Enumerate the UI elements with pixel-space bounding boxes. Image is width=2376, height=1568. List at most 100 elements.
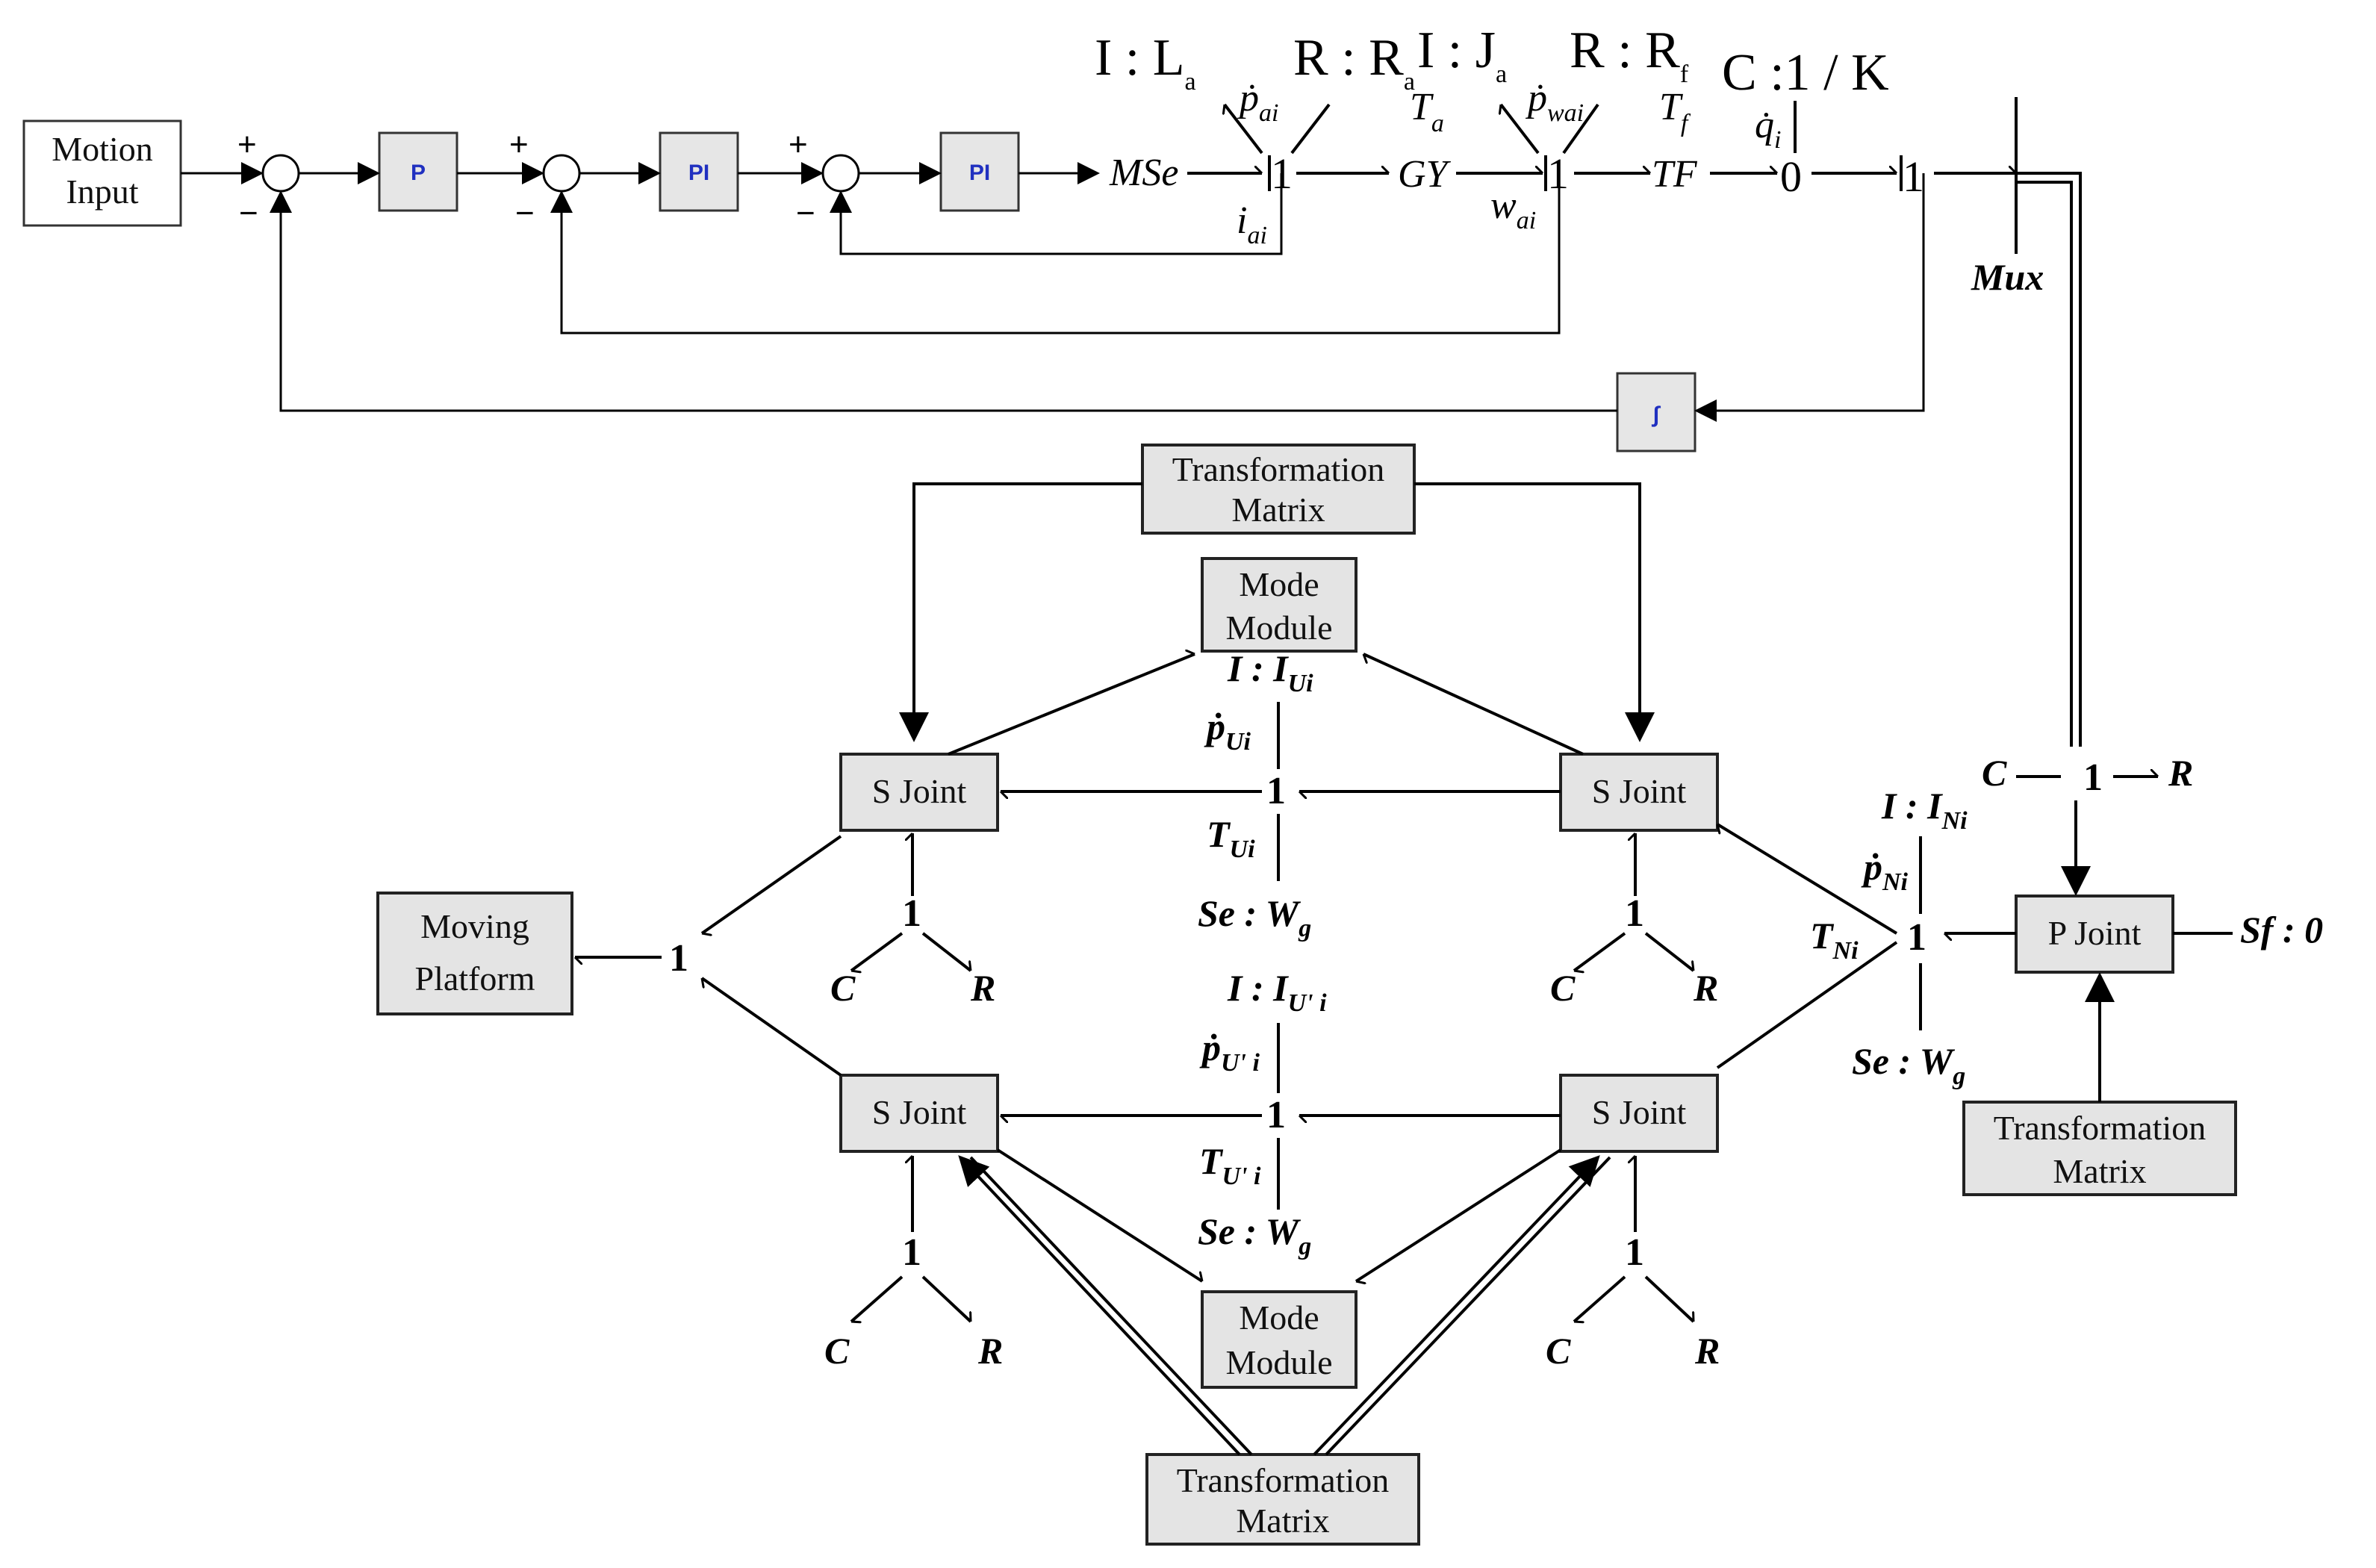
qdot-i-label: q̇i <box>1755 104 1781 154</box>
pdot-ai-label: ṗai <box>1237 77 1278 127</box>
mode-module-top[interactable]: Mode Module <box>1201 557 1358 653</box>
minus-sign-1: − <box>239 195 258 231</box>
p-joint-block[interactable]: P Joint <box>2015 895 2174 974</box>
cr-triad-bottom-right: 1 C R <box>1546 1156 1720 1372</box>
one-junction-cr-bl: 1 <box>902 1231 921 1274</box>
plus-sign-2: + <box>509 126 529 163</box>
moving-platform-line1: Moving <box>420 907 529 945</box>
p-controller-block[interactable]: P <box>378 131 458 212</box>
plus-sign-1: + <box>237 126 257 163</box>
r-label-bl: R <box>977 1330 1003 1372</box>
integrator-label: ∫ <box>1652 402 1661 427</box>
mux-label: Mux <box>1971 256 2044 298</box>
ta-label: Ta <box>1410 86 1444 137</box>
tf-label: TF <box>1652 153 1698 196</box>
zero-junction: 0 <box>1780 152 1802 201</box>
motion-input-line1: Motion <box>52 130 152 168</box>
mode-module-bottom[interactable]: Mode Module <box>1201 1290 1358 1389</box>
one-junction-u1: 1 <box>1266 1094 1286 1136</box>
c-label-tl: C <box>830 967 856 1009</box>
t-ui-label: TUi <box>1207 813 1255 863</box>
r-rf-label: R : Rf <box>1570 22 1689 88</box>
p-ni-label: ṗNi <box>1861 846 1909 896</box>
minus-sign-2: − <box>515 195 535 231</box>
i-ja-label: I : Ja <box>1417 22 1507 88</box>
t-u1-label: TU' i <box>1199 1140 1261 1190</box>
control-loop: Motion Input + − + − + − P PI PI ∫ <box>22 22 2082 747</box>
se-wg-u1-label: Se : Wg <box>1198 1210 1311 1260</box>
mode-bottom-line1: Mode <box>1239 1298 1319 1337</box>
r-label-pjoint: R <box>2168 752 2193 794</box>
r-ra-label: R : Ra <box>1293 29 1415 96</box>
one-junction-ui: 1 <box>1266 770 1286 812</box>
transformation-matrix-top[interactable]: Transformation Matrix <box>1141 444 1416 535</box>
moving-platform-line2: Platform <box>415 959 535 998</box>
pi-controller-block-1[interactable]: PI <box>659 131 739 212</box>
tf-torque-label: Tf <box>1659 86 1691 137</box>
motion-input-block[interactable]: Motion Input <box>22 119 182 227</box>
tm-right-line1: Transformation <box>1994 1109 2206 1147</box>
pdot-wai-label: ṗwai <box>1525 77 1584 127</box>
tm-top-line1: Transformation <box>1172 450 1385 488</box>
one-junction-ia: 1 <box>1271 149 1293 198</box>
tm-bottom-line2: Matrix <box>1236 1502 1329 1540</box>
s-joint-bottom-right[interactable]: S Joint <box>1559 1074 1719 1153</box>
r-label-br: R <box>1694 1330 1720 1372</box>
s-joint-bottom-left[interactable]: S Joint <box>839 1074 999 1153</box>
s-joint-br-label: S Joint <box>1592 1093 1687 1131</box>
mse-label: MSe <box>1109 152 1178 194</box>
one-junction-cr-tr: 1 <box>1625 892 1644 935</box>
minus-sign-3: − <box>796 195 815 231</box>
s-joint-tr-label: S Joint <box>1592 772 1687 810</box>
s-joint-tl-label: S Joint <box>872 772 967 810</box>
mode-bottom-line2: Module <box>1225 1343 1332 1381</box>
r-label-tl: R <box>970 967 995 1009</box>
mode-top-line2: Module <box>1225 609 1332 647</box>
transformation-matrix-right[interactable]: Transformation Matrix <box>1962 1101 2237 1196</box>
cr-triad-top-left: 1 C R <box>830 833 995 1009</box>
i-iui-label: I : IUi <box>1227 647 1313 697</box>
mechanism-bond-graph: Transformation Matrix Mode Module S Join… <box>376 444 2323 1546</box>
cr-triad-bottom-left: 1 C R <box>824 1156 1003 1372</box>
integrator-block[interactable]: ∫ <box>1616 372 1697 452</box>
se-wg-ui-label: Se : Wg <box>1198 892 1311 942</box>
pi-controller-label-2: PI <box>969 161 990 185</box>
cr-triad-top-right: 1 C R <box>1550 833 1718 1009</box>
one-junction-cr-tl: 1 <box>902 892 921 935</box>
i-la-label: I : La <box>1095 29 1196 96</box>
c-k-label: C :1 / K <box>1722 44 1889 102</box>
i-ini-label: I : INi <box>1881 785 1968 835</box>
mode-top-line1: Mode <box>1239 565 1319 603</box>
c-label-bl: C <box>824 1330 850 1372</box>
one-junction-wa: 1 <box>1547 149 1569 198</box>
r-label-tr: R <box>1693 967 1718 1009</box>
c-label-pjoint: C <box>1982 752 2007 794</box>
s-joint-top-right[interactable]: S Joint <box>1559 753 1719 832</box>
tm-top-line2: Matrix <box>1231 491 1325 529</box>
i-ai-label: iai <box>1237 199 1267 249</box>
sum-junction-3 <box>821 154 860 193</box>
c-label-tr: C <box>1550 967 1576 1009</box>
p-u1-label: ṗU' i <box>1199 1027 1260 1077</box>
p-joint-label: P Joint <box>2048 914 2142 952</box>
s-joint-top-left[interactable]: S Joint <box>839 753 999 832</box>
one-junction-pjoint-top: 1 <box>2083 756 2103 799</box>
pi-controller-block-2[interactable]: PI <box>939 131 1020 212</box>
tm-bottom-line1: Transformation <box>1177 1461 1390 1499</box>
sum-junction-2 <box>542 154 581 193</box>
sum-junction-1 <box>261 154 300 193</box>
p-ui-label: ṗUi <box>1204 706 1251 756</box>
t-ni-label: TNi <box>1810 915 1859 965</box>
pi-controller-label-1: PI <box>688 161 709 185</box>
plus-sign-3: + <box>789 126 808 163</box>
one-junction-q: 1 <box>1903 152 1924 201</box>
one-junction-cr-br: 1 <box>1625 1231 1644 1274</box>
p-controller-label: P <box>411 161 426 185</box>
sf-zero-label: Sf : 0 <box>2240 909 2323 951</box>
transformation-matrix-bottom[interactable]: Transformation Matrix <box>1145 1453 1420 1546</box>
gy-label: GY <box>1398 153 1452 196</box>
moving-platform-block[interactable]: Moving Platform <box>376 892 573 1015</box>
i-iu1-label: I : IU' i <box>1227 967 1327 1017</box>
motion-input-line2: Input <box>66 172 138 211</box>
